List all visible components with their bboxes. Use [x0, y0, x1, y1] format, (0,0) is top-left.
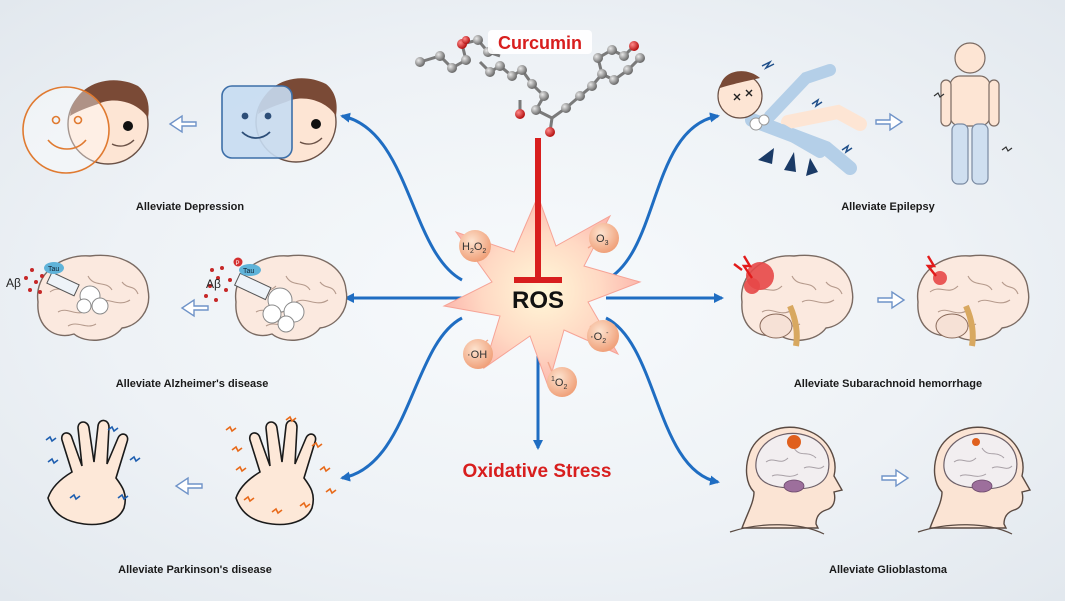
curcumin-title: Curcumin [498, 33, 582, 53]
label-alzheimers: Alleviate Alzheimer's disease [116, 378, 269, 390]
brainstem-icon [935, 304, 976, 347]
arrow-to-parkinsons [340, 316, 463, 482]
oxidative-stress-title: Oxidative Stress [463, 461, 612, 482]
species-o3: O3 [596, 233, 609, 247]
small-arrow-right-icon [875, 112, 904, 132]
tau-protein-icon [44, 262, 64, 274]
tau-protein-icon [239, 264, 261, 276]
label-sah: Alleviate Subarachnoid hemorrhage [794, 378, 982, 390]
arrow-to-depression [340, 112, 463, 282]
eraser-icon [233, 272, 272, 301]
small-arrow-left-icon [180, 298, 209, 318]
glioblastoma-illustration [729, 426, 1031, 535]
svg-text:Tau: Tau [243, 268, 254, 275]
svg-text:P: P [236, 261, 240, 267]
eraser-icon [46, 271, 80, 297]
arrow-to-glioblastoma [605, 316, 720, 486]
seizure-figure-icon [717, 60, 867, 176]
small-arrow-right-icon [877, 290, 906, 310]
species-h2o2: H2O2 [462, 241, 486, 255]
abeta-label: Aβ [206, 277, 221, 291]
depression-illustration [22, 77, 338, 174]
abeta-label: Aβ [6, 276, 21, 290]
small-arrow-left-icon [174, 476, 203, 496]
label-epilepsy: Alleviate Epilepsy [841, 201, 935, 213]
arrow-to-epilepsy [605, 112, 720, 282]
amyloid-dots [204, 266, 232, 302]
smiling-face-icon [22, 86, 110, 174]
ros-species: H2O2 O3 ·O2- ·OH 1O2 [459, 223, 619, 397]
hemorrhage-icon [925, 255, 947, 285]
sah-illustration [733, 254, 1030, 347]
tumor-icon [972, 438, 980, 446]
plaque-cluster-icon [76, 285, 109, 315]
species-superoxide: ·O2- [590, 330, 609, 345]
inhibition-symbol [514, 138, 562, 283]
brainstem-icon [759, 304, 800, 347]
amyloid-dots [24, 268, 44, 294]
tremor-marks [225, 415, 337, 515]
face-mask-icon [221, 85, 293, 159]
small-arrow-left-icon [168, 114, 197, 134]
hemorrhage-icon [733, 255, 774, 294]
species-hydroxyl: ·OH [467, 349, 487, 361]
ros-title: ROS [512, 287, 564, 314]
hand-tremor-icon [47, 419, 129, 526]
parkinsons-illustration [45, 415, 337, 526]
epilepsy-illustration [717, 42, 1013, 185]
tremor-marks [45, 425, 141, 501]
label-depression: Alleviate Depression [136, 201, 244, 213]
pathway-arrows [340, 112, 724, 486]
species-singlet-oxygen: 1O2 [551, 376, 567, 391]
alzheimers-illustration: Tau Aβ Tau P Aβ [6, 254, 348, 341]
phosphate-icon [233, 257, 243, 267]
svg-text:Tau: Tau [48, 266, 59, 273]
label-parkinsons: Alleviate Parkinson's disease [118, 564, 272, 576]
head-profile-icon [929, 426, 1031, 529]
tumor-icon [787, 435, 801, 449]
molecule-model-icon: Curcumin [415, 30, 645, 137]
standing-figure-icon [933, 42, 1013, 185]
label-glioblastoma: Alleviate Glioblastoma [829, 564, 948, 576]
plaque-cluster-icon [262, 287, 305, 333]
small-arrow-right-icon [881, 468, 910, 488]
